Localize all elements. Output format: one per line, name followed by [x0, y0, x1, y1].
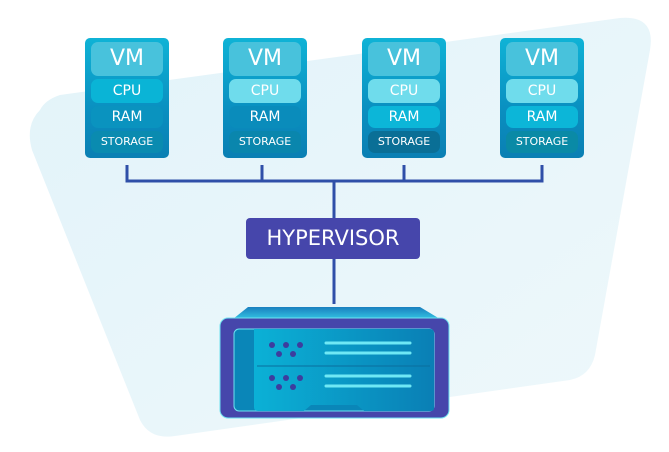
vm-box-3: VM CPU RAM STORAGE: [362, 38, 446, 158]
cpu-slot: CPU: [91, 79, 163, 103]
ram-slot: RAM: [91, 106, 163, 128]
vm-box-1: VM CPU RAM STORAGE: [85, 38, 169, 158]
ram-slot: RAM: [506, 106, 578, 128]
cpu-slot: CPU: [368, 79, 440, 103]
vm-box-2: VM CPU RAM STORAGE: [223, 38, 307, 158]
vm-label: VM: [506, 42, 578, 76]
server-icon: [219, 307, 450, 419]
storage-slot: STORAGE: [506, 131, 578, 153]
indicator-dots: [269, 342, 303, 390]
connector-lines: [125, 165, 544, 304]
storage-slot: STORAGE: [229, 131, 301, 153]
hypervisor-box: HYPERVISOR: [246, 218, 420, 259]
storage-slot: STORAGE: [368, 131, 440, 153]
vm-box-4: VM CPU RAM STORAGE: [500, 38, 584, 158]
cpu-slot: CPU: [506, 79, 578, 103]
storage-slot: STORAGE: [91, 131, 163, 153]
vm-label: VM: [368, 42, 440, 76]
vm-label: VM: [229, 42, 301, 76]
vm-label: VM: [91, 42, 163, 76]
cpu-slot: CPU: [229, 79, 301, 103]
ram-slot: RAM: [229, 106, 301, 128]
ram-slot: RAM: [368, 106, 440, 128]
